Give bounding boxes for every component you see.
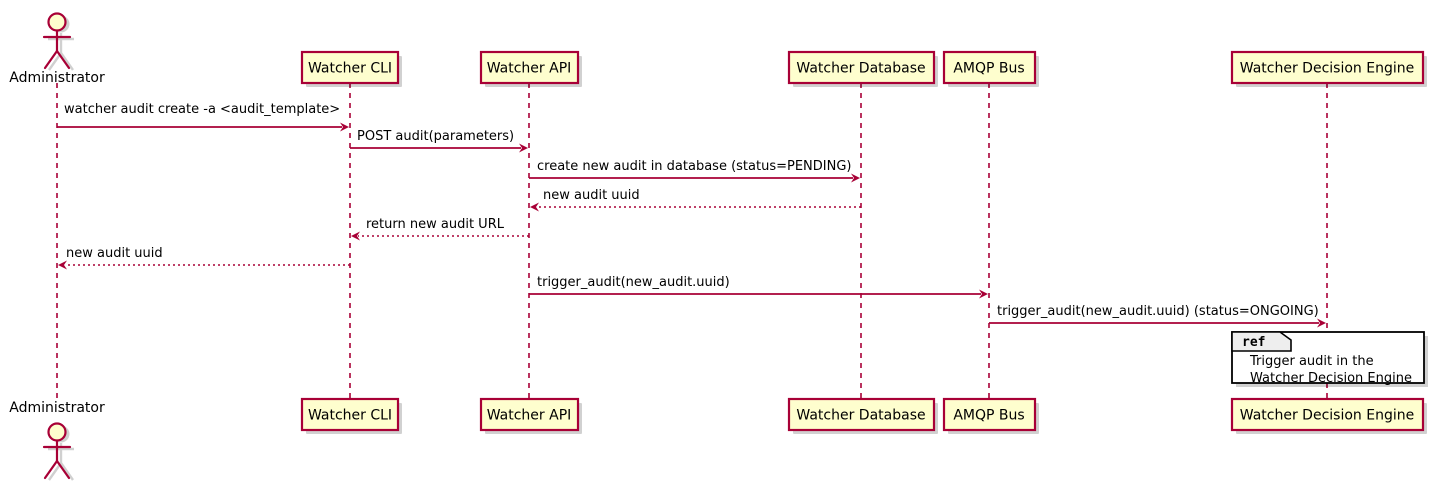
actor-label-admin-bottom: Administrator (9, 400, 105, 416)
ref-tab-label: ref (1242, 335, 1265, 350)
participant-label-amqp-bottom: AMQP Bus (953, 408, 1024, 424)
participant-box-api-bottom[interactable] (479, 397, 580, 432)
participant-label-cli-bottom: Watcher CLI (308, 408, 392, 424)
participant-label-wde-top: Watcher Decision Engine (1240, 61, 1414, 77)
actor-leg-right (55, 459, 71, 480)
message-label-8: trigger_audit(new_audit.uuid) (status=ON… (997, 304, 1319, 319)
participant-box-amqp-bottom[interactable] (942, 397, 1037, 432)
message-arrowhead-4 (530, 202, 539, 212)
participant-label-api-top: Watcher API (487, 61, 572, 77)
actor-leg-left (43, 459, 59, 480)
ref-tab (1231, 331, 1292, 352)
participant-box-db-top[interactable] (787, 50, 936, 85)
participant-label-wde-bottom: Watcher Decision Engine (1240, 408, 1414, 424)
actor-admin-bottom[interactable]: Administrator (9, 400, 105, 481)
participant-label-db-bottom: Watcher Database (796, 408, 925, 424)
lifelines-group (56, 83, 1328, 399)
message-label-3: create new audit in database (status=PEN… (537, 159, 852, 174)
message-arrowhead-8 (1317, 318, 1326, 328)
actor-head-icon (47, 12, 67, 32)
actor-label-admin-top: Administrator (9, 70, 105, 86)
actor-head-icon (47, 422, 67, 442)
participants-group: Watcher CLI Watcher CLI Watcher API Watcher… (300, 50, 1427, 434)
message-arrowhead-1 (340, 122, 349, 132)
message-label-6: new audit uuid (66, 246, 163, 261)
messages-group: watcher audit create -a <audit_template>… (57, 102, 1326, 328)
participant-box-amqp-top[interactable] (942, 50, 1037, 85)
participant-box-wde-top[interactable] (1230, 50, 1425, 85)
actor-admin-top[interactable]: Administrator (9, 12, 105, 87)
participant-box-cli-bottom[interactable] (300, 397, 400, 432)
participant-label-api-bottom: Watcher API (487, 408, 572, 424)
message-label-1: watcher audit create -a <audit_template> (64, 102, 340, 117)
participant-box-wde-bottom[interactable] (1230, 397, 1425, 432)
participant-box-db-bottom[interactable] (787, 397, 936, 432)
participant-label-db-top: Watcher Database (796, 61, 925, 77)
ref-body-line-1: Trigger audit in the (1249, 354, 1374, 369)
message-label-4: new audit uuid (543, 188, 640, 203)
message-label-2: POST audit(parameters) (357, 129, 514, 144)
participant-box-cli-top[interactable] (300, 50, 400, 85)
message-arrowhead-6 (58, 260, 67, 270)
participant-label-cli-top: Watcher CLI (308, 61, 392, 77)
message-label-7: trigger_audit(new_audit.uuid) (537, 275, 730, 290)
participant-box-api-top[interactable] (479, 50, 580, 85)
message-arrowhead-7 (979, 289, 988, 299)
message-arrowhead-2 (519, 143, 528, 153)
message-arrowhead-3 (851, 173, 860, 183)
actor-leg-right (55, 49, 71, 70)
participant-label-amqp-top: AMQP Bus (953, 61, 1024, 77)
message-label-5: return new audit URL (366, 217, 505, 232)
message-arrowhead-5 (351, 231, 360, 241)
ref-body-line-2: Watcher Decision Engine (1250, 371, 1412, 386)
actor-leg-left (43, 49, 59, 70)
